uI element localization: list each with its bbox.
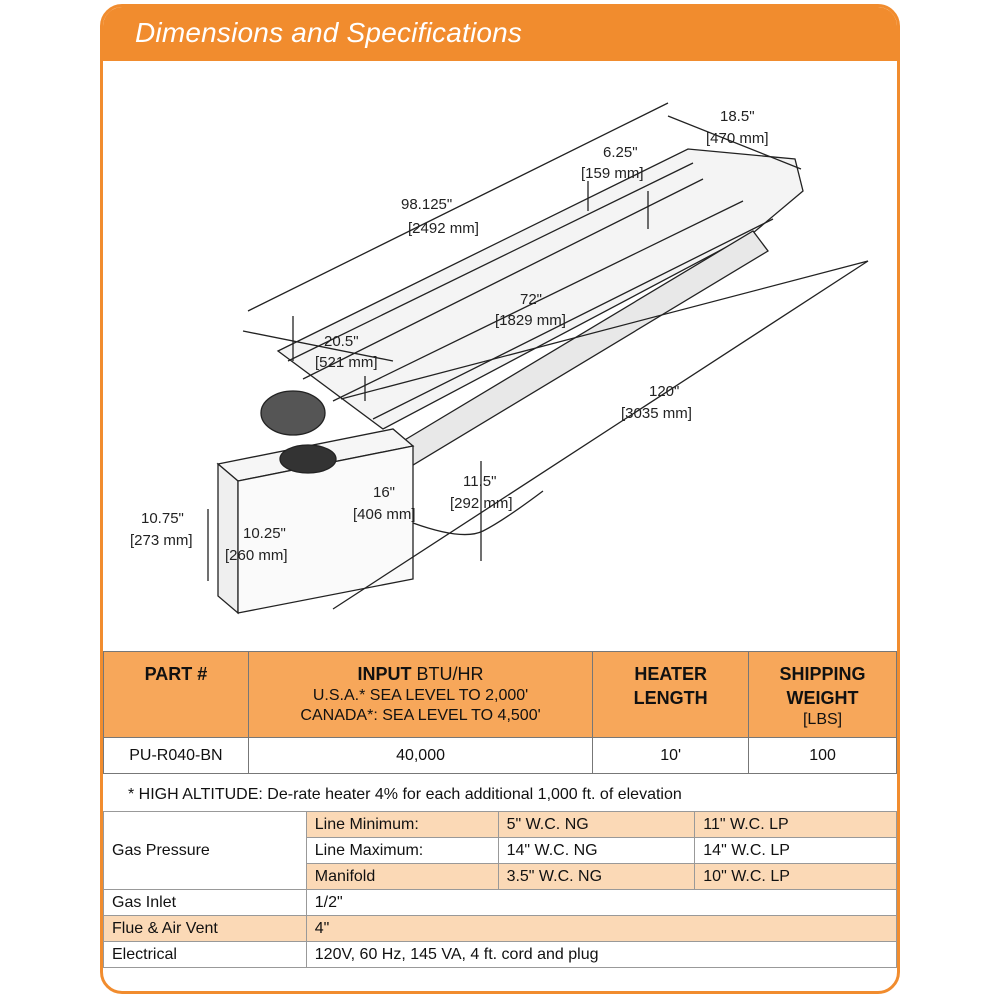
flue-label: Flue & Air Vent [103, 915, 307, 942]
spec-table-header: PART # INPUT BTU/HR U.S.A.* SEA LEVEL TO… [103, 651, 897, 738]
pressure-ng: 14" W.C. NG [497, 837, 696, 864]
dim-label: [470 mm] [706, 130, 769, 147]
gas-pressure-label: Gas Pressure [103, 811, 307, 890]
dim-label: 98.125" [401, 196, 452, 213]
pressure-lp: 10" W.C. LP [694, 863, 897, 890]
dim-label: [2492 mm] [408, 220, 479, 237]
altitude-note: * HIGH ALTITUDE: De-rate heater 4% for e… [128, 786, 682, 803]
pressure-row-label: Line Maximum: [305, 837, 499, 864]
dim-label: 6.25" [603, 144, 638, 161]
gas-spec-table: Gas Pressure Line Minimum: 5" W.C. NG 11… [103, 811, 897, 968]
dim-label: 11.5" [463, 473, 496, 490]
table-row: Electrical 120V, 60 Hz, 145 VA, 4 ft. co… [103, 941, 897, 968]
col-part: PART # [103, 651, 249, 738]
dim-label: [292 mm] [450, 495, 513, 512]
dim-label: [273 mm] [130, 532, 193, 549]
dim-label: [406 mm] [353, 506, 416, 523]
page-title: Dimensions and Specifications [135, 17, 523, 48]
dim-label: 10.25" [243, 525, 286, 542]
dim-label: 10.75" [141, 510, 184, 527]
gas-inlet-label: Gas Inlet [103, 889, 307, 916]
table-row: Flue & Air Vent 4" [103, 915, 897, 942]
flue-value: 4" [305, 915, 897, 942]
dim-label: [521 mm] [315, 354, 378, 371]
dim-label: 120" [649, 383, 679, 400]
pressure-lp: 11" W.C. LP [694, 811, 897, 838]
electrical-value: 120V, 60 Hz, 145 VA, 4 ft. cord and plug [305, 941, 897, 968]
header-bar: Dimensions and Specifications [103, 7, 897, 61]
spec-card: Dimensions and Specifications [100, 4, 900, 994]
dim-label: 18.5" [720, 108, 755, 125]
heater-dimension-diagram: 98.125" [2492 mm] 18.5" [470 mm] 6.25" [… [130, 102, 869, 615]
gas-inlet-value: 1/2" [305, 889, 897, 916]
pressure-row-label: Line Minimum: [305, 811, 499, 838]
part-cell: PU-R040-BN [103, 737, 249, 774]
weight-cell: 100 [748, 737, 897, 774]
pressure-lp: 14" W.C. LP [694, 837, 897, 864]
table-row: Gas Inlet 1/2" [103, 889, 897, 916]
col-input: INPUT BTU/HR U.S.A.* SEA LEVEL TO 2,000'… [247, 651, 594, 738]
dim-label: [159 mm] [581, 165, 644, 182]
length-cell: 10' [592, 737, 750, 774]
table-row: PU-R040-BN 40,000 10' 100 [103, 737, 897, 774]
dim-label: 72" [520, 291, 542, 308]
table-row: Gas Pressure Line Minimum: 5" W.C. NG 11… [103, 811, 897, 890]
dim-label: 16" [373, 484, 395, 501]
pressure-ng: 5" W.C. NG [497, 811, 696, 838]
pressure-ng: 3.5" W.C. NG [497, 863, 696, 890]
dim-label: [3035 mm] [621, 405, 692, 422]
dim-label: [1829 mm] [495, 312, 566, 329]
dim-label: [260 mm] [225, 547, 288, 564]
dim-label: 20.5" [324, 333, 359, 350]
pressure-row-label: Manifold [305, 863, 499, 890]
spec-table: PART # INPUT BTU/HR U.S.A.* SEA LEVEL TO… [103, 651, 897, 774]
input-cell: 40,000 [247, 737, 594, 774]
electrical-label: Electrical [103, 941, 307, 968]
table-row: Manifold 3.5" W.C. NG 10" W.C. LP [104, 863, 897, 890]
